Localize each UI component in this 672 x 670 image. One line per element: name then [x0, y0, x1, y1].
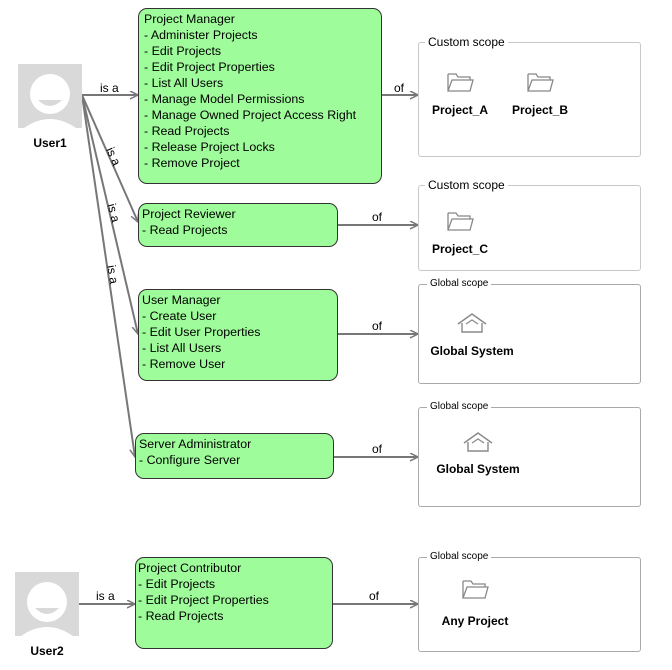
- edge-user1-server-administrator: [81, 94, 135, 457]
- folder-icon: [447, 212, 474, 231]
- scope-item-name: Project_B: [511, 103, 569, 117]
- person-icon: [24, 74, 76, 128]
- edge-label-of: of: [372, 319, 383, 333]
- scope-title: Global scope: [427, 551, 492, 562]
- scope-item-project-c[interactable]: Project_C: [425, 208, 495, 256]
- edge-label-is-a: is a: [104, 264, 122, 285]
- scope-title: Global scope: [427, 278, 492, 289]
- permission-item: - List All Users: [142, 341, 222, 355]
- permission-item: - Administer Projects: [144, 28, 258, 42]
- scope-box-global: Global scope Global System: [418, 401, 641, 507]
- user1-label: User1: [33, 136, 67, 150]
- scope-item-name: Project_C: [431, 242, 489, 256]
- edge-label-of: of: [369, 589, 380, 603]
- role-project-reviewer[interactable]: Project Reviewer - Read Projects: [138, 203, 338, 247]
- user2-label: User2: [30, 644, 64, 658]
- role-name: Server Administrator: [139, 437, 252, 451]
- role-name: Project Manager: [144, 12, 235, 26]
- scope-item-name: Global System: [430, 344, 514, 358]
- edge-label-is-a: is a: [100, 81, 119, 95]
- scope-title: Global scope: [427, 401, 492, 412]
- edge-user1-project-reviewer: [81, 94, 138, 222]
- role-server-administrator[interactable]: Server Administrator - Configure Server: [135, 433, 334, 479]
- edge-label-of: of: [372, 442, 383, 456]
- permission-item: - Release Project Locks: [144, 140, 275, 154]
- scope-item-project-b[interactable]: Project_B: [505, 69, 575, 117]
- permission-item: - Manage Model Permissions: [144, 92, 305, 106]
- role-name: Project Reviewer: [142, 207, 236, 221]
- role-project-manager[interactable]: Project Manager - Administer Projects - …: [138, 8, 382, 184]
- permission-item: - Edit User Properties: [142, 325, 261, 339]
- folder-icon: [447, 73, 474, 92]
- edge-label-of: of: [372, 210, 383, 224]
- scope-item-project-a[interactable]: Project_A: [425, 69, 495, 117]
- role-name: User Manager: [142, 293, 221, 307]
- folder-icon: [462, 580, 489, 599]
- permission-item: - Read Projects: [144, 124, 230, 138]
- permission-item: - Edit Projects: [144, 44, 222, 58]
- scope-item-name: Project_A: [431, 103, 489, 117]
- permission-item: - Edit Projects: [138, 577, 216, 591]
- scope-item-any-project[interactable]: Any Project: [435, 576, 515, 628]
- permission-item: - Edit Project Properties: [144, 60, 275, 74]
- scope-box-custom: Custom scope Project_C: [418, 178, 641, 271]
- scope-item-name: Global System: [436, 462, 520, 476]
- role-name: Project Contributor: [138, 561, 242, 575]
- home-icon: [463, 432, 493, 452]
- person-icon: [21, 582, 73, 636]
- scope-box-global: Global scope Any Project: [418, 551, 641, 652]
- scope-title: Custom scope: [425, 178, 508, 192]
- home-icon: [457, 313, 487, 333]
- user1-avatar: [18, 64, 82, 128]
- scope-item-global-system[interactable]: Global System: [431, 430, 525, 476]
- edge-label-is-a: is a: [96, 589, 115, 603]
- scope-title: Custom scope: [425, 35, 508, 49]
- permission-item: - Manage Owned Project Access Right: [144, 108, 357, 122]
- user2-avatar: [15, 572, 79, 636]
- role-user-manager[interactable]: User Manager - Create User - Edit User P…: [138, 289, 338, 381]
- permission-item: - Read Projects: [138, 609, 224, 623]
- permission-item: - Remove User: [142, 357, 226, 371]
- folder-icon: [527, 73, 554, 92]
- role-project-contributor[interactable]: Project Contributor - Edit Projects - Ed…: [135, 557, 333, 649]
- scope-box-custom: Custom scope Project_A Project_B: [418, 35, 641, 157]
- permission-item: - Read Projects: [142, 223, 228, 237]
- edge-label-of: of: [394, 81, 405, 95]
- permission-item: - Remove Project: [144, 156, 240, 170]
- scope-item-name: Any Project: [441, 614, 509, 628]
- permission-item: - Configure Server: [139, 453, 241, 467]
- permission-item: - Edit Project Properties: [138, 593, 269, 607]
- edge-user1-user-manager: [81, 94, 138, 334]
- scope-item-global-system[interactable]: Global System: [425, 311, 519, 358]
- permission-item: - Create User: [142, 309, 217, 323]
- scope-box-global: Global scope Global System: [418, 278, 641, 384]
- permission-item: - List All Users: [144, 76, 224, 90]
